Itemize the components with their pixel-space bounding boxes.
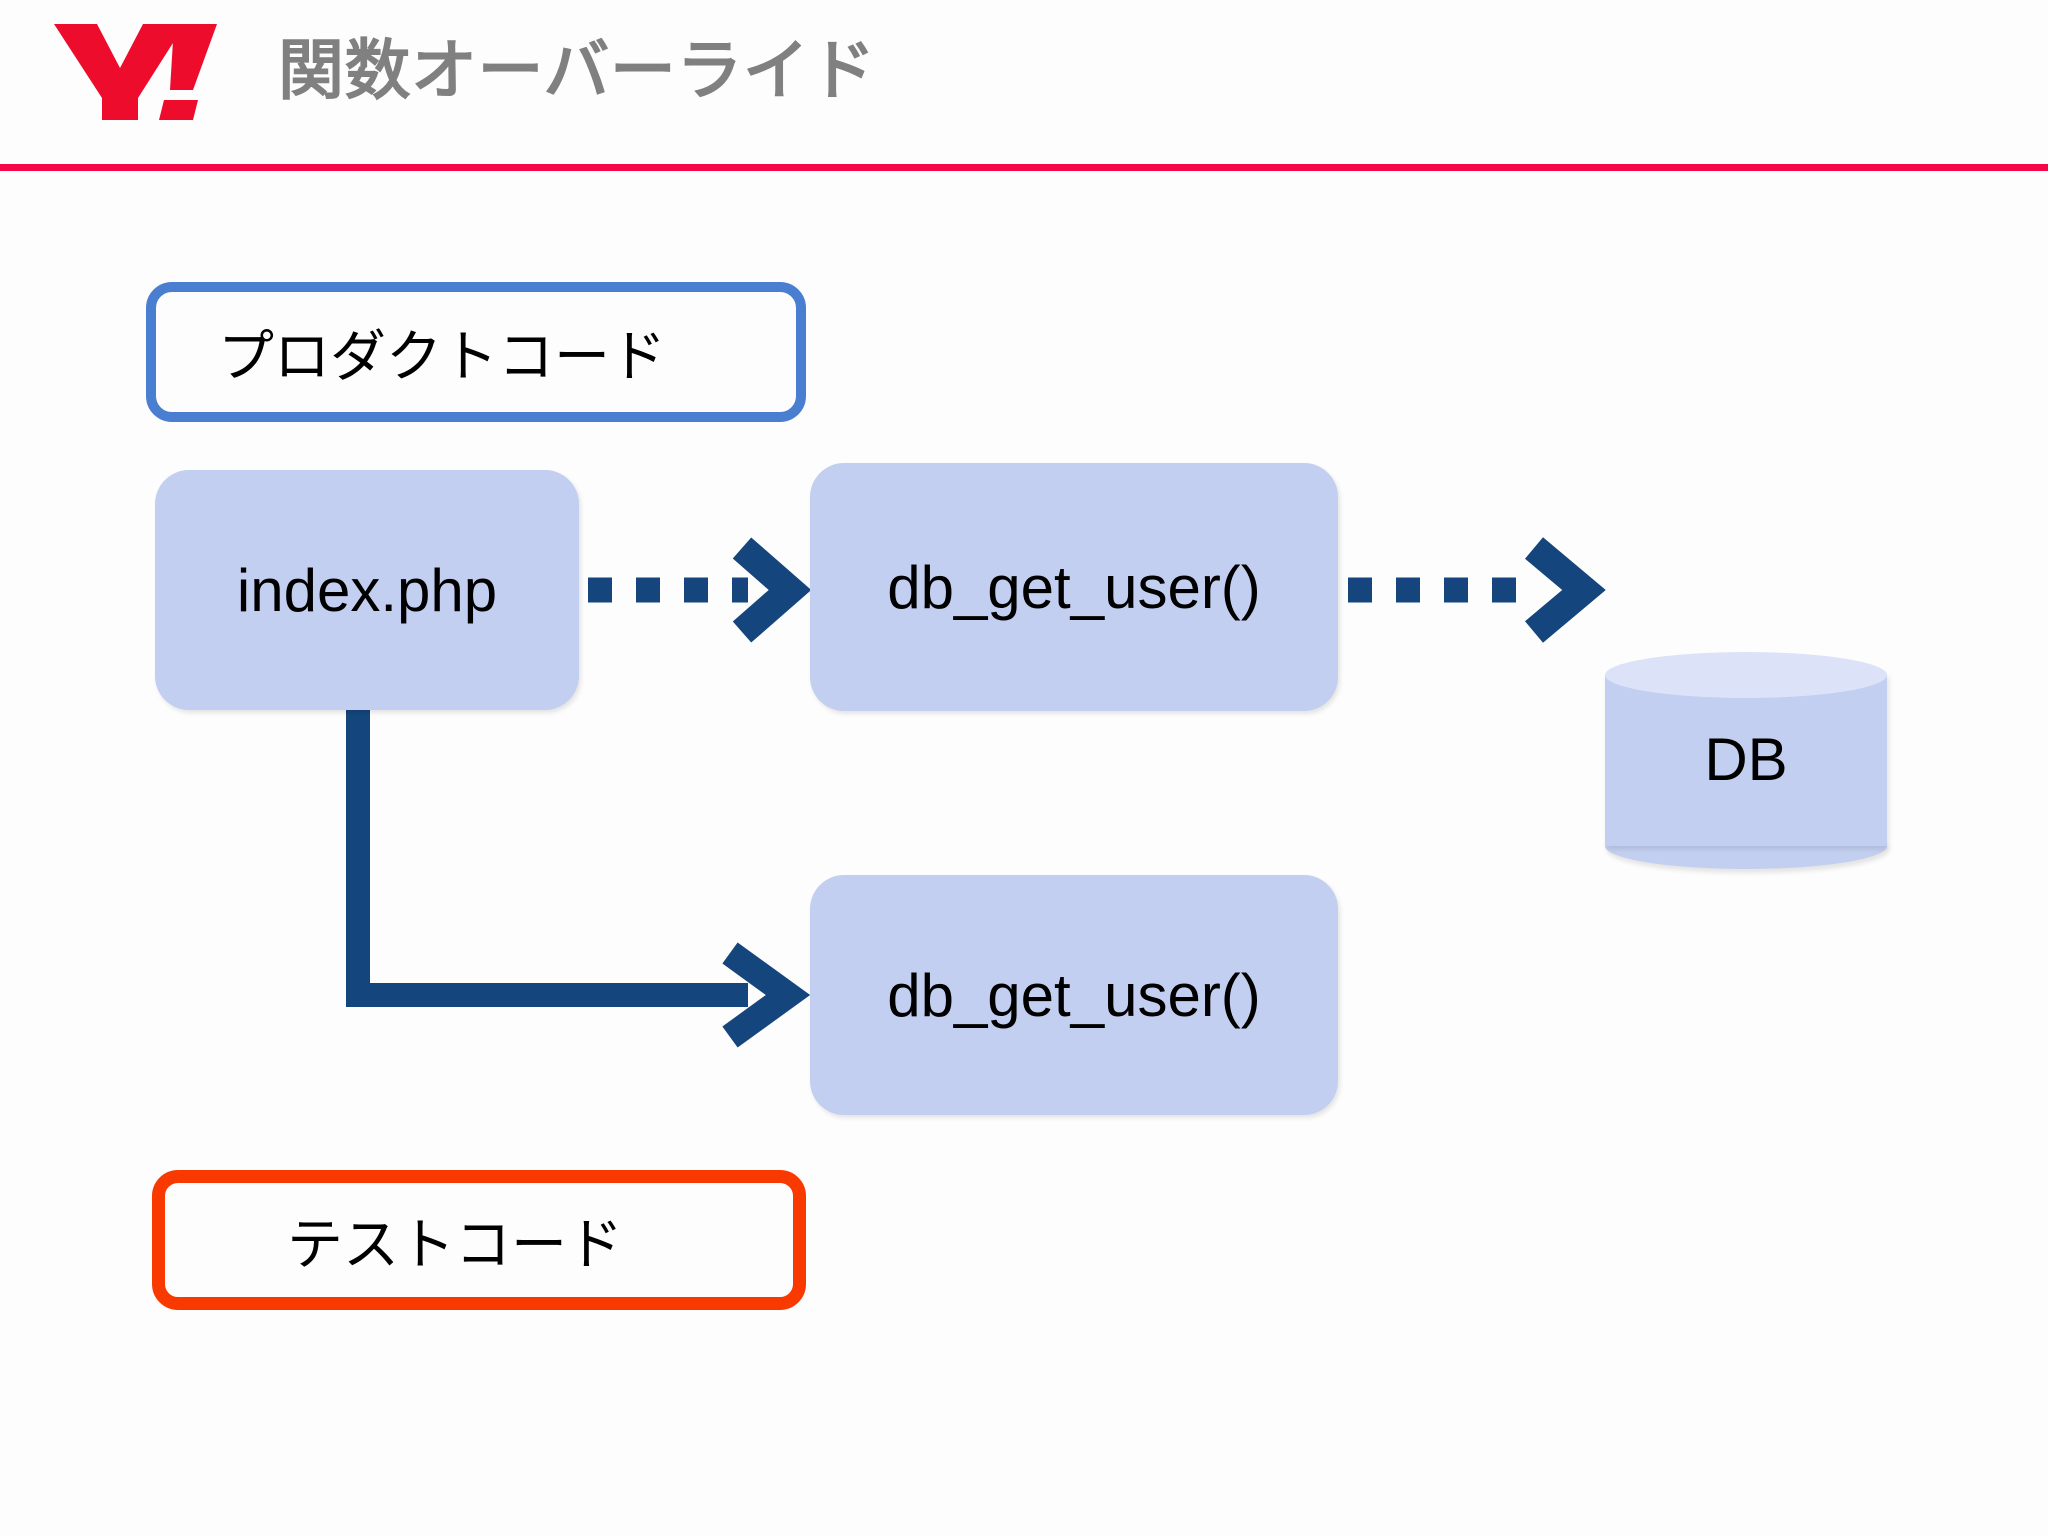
header-divider (0, 164, 2048, 171)
edge-index-to-test-fn (346, 710, 811, 1048)
flow-diagram: プロダクトコード テストコード index.php db_get_user() … (0, 170, 2048, 1536)
legend-product-code: プロダクトコード (146, 282, 806, 422)
legend-test-code: テストコード (152, 1170, 806, 1310)
node-database-label: DB (1704, 726, 1788, 793)
legend-product-code-label: プロダクトコード (218, 324, 666, 388)
node-db-get-user-test-label: db_get_user() (887, 961, 1261, 1029)
node-database-cylinder: DB (1605, 652, 1887, 869)
legend-test-code-label: テストコード (287, 1212, 623, 1276)
page-title: 関数オーバーライド (278, 33, 876, 107)
node-db-get-user-prod-label: db_get_user() (887, 553, 1261, 621)
node-index-php-label: index.php (236, 556, 498, 624)
yahoo-exclamation-logo (54, 24, 217, 120)
cylinder-body (1605, 674, 1887, 846)
slide-header: 関数オーバーライド (0, 0, 2048, 171)
node-index-php: index.php (155, 470, 579, 710)
node-db-get-user-prod: db_get_user() (810, 463, 1338, 711)
edge-prod-fn-to-db (1348, 537, 1606, 643)
cylinder-top-ellipse (1605, 652, 1887, 698)
edge-index-to-prod-fn (588, 537, 812, 643)
node-db-get-user-test: db_get_user() (810, 875, 1338, 1115)
